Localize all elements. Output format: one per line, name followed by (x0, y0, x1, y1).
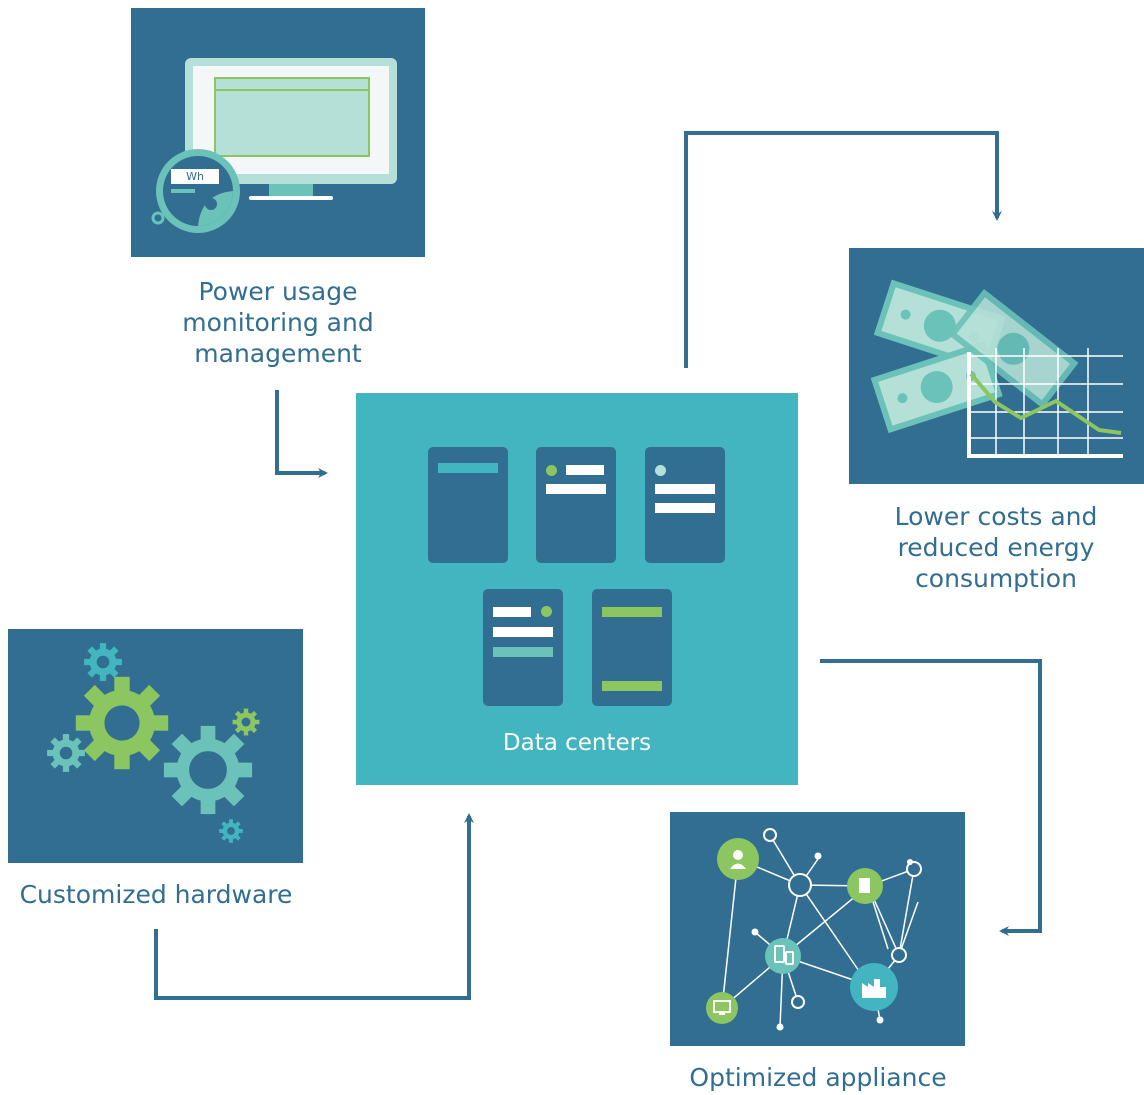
network-illustration (706, 828, 922, 1031)
power-monitoring-panel: Wh (131, 8, 425, 257)
server-rack-4 (483, 589, 563, 706)
customized-hardware-panel (8, 629, 303, 863)
cost-chart-illustration (870, 279, 1123, 458)
optimized-appliance-panel (670, 812, 965, 1046)
server-rack-1 (428, 447, 508, 563)
server-rack-3 (645, 447, 725, 563)
customized-hardware-label: Customized hardware (19, 880, 293, 909)
arrow-power-to-datacenter (275, 390, 328, 478)
meter-unit-label: Wh (186, 170, 204, 183)
data-centers-box: Data centers (356, 393, 798, 785)
gears-illustration (47, 643, 260, 843)
data-centers-label: Data centers (502, 730, 652, 756)
power-monitoring-label: Power usage monitoring and management (182, 277, 374, 368)
monitor-illustration (151, 58, 397, 233)
lower-costs-panel (849, 248, 1144, 484)
lower-costs-label: Lower costs and reduced energy consumpti… (894, 502, 1098, 593)
server-rack-2 (536, 447, 616, 563)
optimized-appliance-label: Optimized appliance (689, 1063, 947, 1092)
server-rack-5 (592, 589, 672, 706)
